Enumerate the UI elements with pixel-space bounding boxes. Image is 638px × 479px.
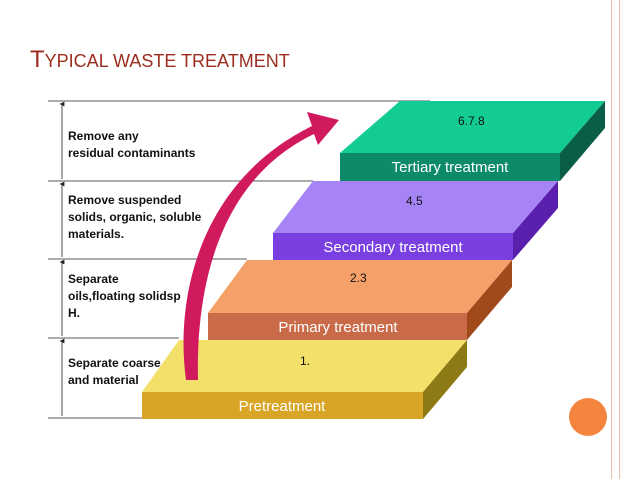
step-description-secondary: Remove suspended solids, organic, solubl… [68,193,202,241]
right-accent-line [619,0,620,479]
step-pretreatment [142,340,467,419]
step-number-pretreatment: 1. [300,354,311,368]
step-label-pretreatment: Pretreatment [238,398,326,415]
slide-title: TYPICAL WASTE TREATMENT [30,38,290,75]
step-secondary [273,181,558,260]
step-number-secondary: 4.5 [406,194,423,208]
step-front-face [208,313,467,340]
progress-arrow [183,112,339,380]
step-front-face [142,392,423,419]
slide-title-initial: T [30,46,45,73]
step-side-face [467,260,512,340]
right-accent-line [611,0,612,479]
step-number-tertiary: 6.7.8 [458,114,485,128]
step-side-face [513,181,558,260]
step-tertiary [340,101,605,181]
step-top-face [142,340,467,392]
step-top-face [273,181,558,233]
step-number-primary: 2.3 [350,271,367,285]
step-label-tertiary: Tertiary treatment [391,159,509,176]
step-label-secondary: Secondary treatment [323,239,463,256]
step-label-primary: Primary treatment [278,319,398,336]
step-primary [208,260,512,340]
slide-title-rest: YPICAL WASTE TREATMENT [44,51,290,71]
decorative-circle [569,398,607,436]
step-description-pretreatment: Separate coarse and material [68,356,161,387]
step-blocks [142,101,605,419]
step-description-primary: Separate oils,floating solidsp H. [68,272,181,320]
step-front-face [340,153,560,181]
step-side-face [423,340,467,419]
step-front-face [273,233,513,260]
guide-lines [48,100,430,419]
step-top-face [208,260,512,313]
step-side-face [560,101,605,181]
step-top-face [340,101,605,153]
step-description-tertiary: Remove any residual contaminants [68,129,196,160]
